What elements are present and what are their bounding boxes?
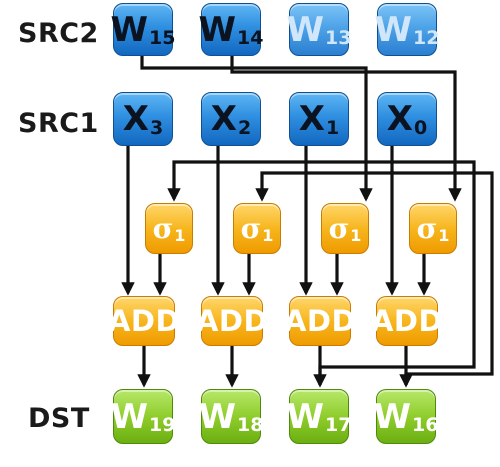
dst-w17-sub: 17 — [325, 414, 352, 436]
dst-w19-sub: 19 — [149, 414, 176, 436]
src1-label: SRC1 — [18, 108, 99, 139]
dst-w17-main: W — [286, 396, 325, 437]
src2-w13-main: W — [286, 9, 325, 50]
dst-w19-main: W — [110, 396, 149, 437]
src1-x1-sub: 1 — [325, 116, 340, 139]
src2-label: SRC2 — [18, 18, 99, 49]
sigma-col0-sub: 1 — [438, 225, 450, 245]
wire-w14-to-sigma0 — [230, 56, 462, 202]
sigma-col1-sub: 1 — [350, 225, 362, 245]
wire-w16-feedback-to-sigma2 — [255, 171, 494, 385]
sigma-col2-sub: 1 — [262, 225, 274, 245]
src2-w14-sub: 14 — [237, 27, 264, 49]
src2-w14-main: W — [198, 9, 237, 50]
add-col3: ADD — [108, 296, 180, 346]
src1-x3-sub: 3 — [149, 116, 164, 139]
dst-w16-main: W — [373, 396, 412, 437]
src1-x2-main: X — [210, 99, 237, 139]
src2-w15-main: W — [110, 9, 149, 50]
add-col3-label: ADD — [107, 303, 181, 338]
add-col2: ADD — [196, 296, 268, 346]
sigma-col0-main: σ — [416, 211, 438, 245]
src1-x1-main: X — [298, 99, 325, 139]
add-col0: ADD — [371, 296, 443, 346]
dst-w16-sub: 16 — [412, 414, 439, 436]
add-col1-label: ADD — [283, 303, 357, 338]
src1-x2-sub: 2 — [237, 116, 252, 139]
add-col2-label: ADD — [195, 303, 269, 338]
src2-w15-sub: 15 — [149, 27, 176, 49]
src1-x3-main: X — [122, 99, 149, 139]
src2-w12-sub: 12 — [413, 27, 440, 49]
sigma-col3-main: σ — [152, 211, 174, 245]
add-col0-label: ADD — [370, 303, 444, 338]
dst-label: DST — [28, 403, 90, 434]
dst-w18-sub: 18 — [237, 414, 264, 436]
src1-x0-sub: 0 — [413, 116, 428, 139]
src1-x0-main: X — [386, 99, 413, 139]
wire-w15-to-sigma1 — [140, 56, 373, 202]
src2-w13-sub: 13 — [325, 27, 352, 49]
dst-w18-main: W — [198, 396, 237, 437]
sigma-col3-sub: 1 — [174, 225, 186, 245]
src2-w12-main: W — [374, 9, 413, 50]
sigma-col1-main: σ — [328, 211, 350, 245]
sigma-col2-main: σ — [240, 211, 262, 245]
add-col1: ADD — [284, 296, 356, 346]
